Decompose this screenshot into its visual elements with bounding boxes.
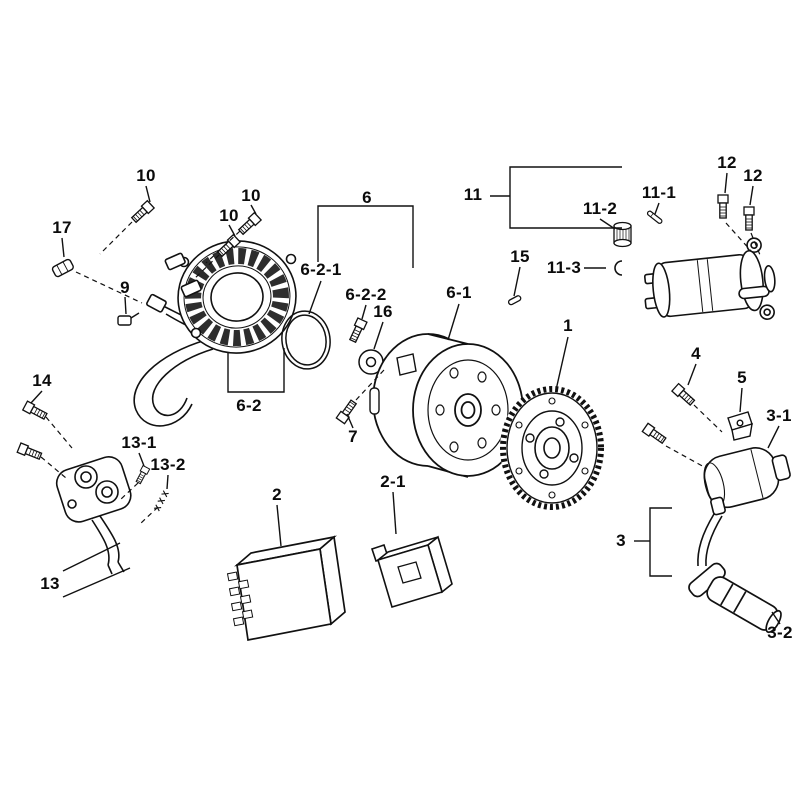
wire-clip-17 (51, 258, 74, 278)
callout-10-a: 10 (136, 166, 156, 185)
callout-12-b: 12 (743, 166, 763, 185)
screw-13-1 (134, 465, 151, 485)
gasket-ring (281, 310, 331, 370)
stator-assembly (164, 240, 297, 354)
callout-6: 6 (362, 188, 372, 207)
woodruff-key (507, 295, 522, 306)
starter-ring-gear (500, 386, 604, 510)
pickup-bolt-14a (22, 400, 49, 422)
callout-7: 7 (348, 427, 358, 446)
callout-11: 11 (463, 185, 483, 204)
stator-bolt-10b (236, 212, 262, 237)
cdi-unit (226, 535, 346, 642)
callout-5: 5 (737, 368, 747, 387)
callout-1: 1 (563, 316, 573, 335)
bolt-6-2-2 (347, 317, 368, 344)
motor-bolt-12b (743, 206, 755, 231)
callout-15: 15 (510, 247, 530, 266)
callout-6-2-1: 6-2-1 (300, 260, 342, 279)
ignition-coil (697, 447, 791, 567)
callout-11-3: 11-3 (546, 258, 582, 277)
circlip (614, 260, 623, 276)
callout-6-2: 6-2 (236, 396, 262, 415)
callout-11-1: 11-1 (641, 183, 677, 202)
callout-3: 3 (616, 531, 626, 550)
callout-3-2: 3-2 (767, 623, 793, 642)
callout-10-b: 10 (241, 186, 261, 205)
callout-13-2: 13-2 (150, 455, 186, 474)
coil-bolt-4a (671, 382, 697, 408)
callout-6-2-2: 6-2-2 (345, 285, 387, 304)
callout-16: 16 (373, 302, 393, 321)
callout-9: 9 (120, 278, 130, 297)
idler-gear (613, 221, 632, 248)
callout-2: 2 (272, 485, 282, 504)
flywheel-rotor (369, 333, 524, 478)
starter-motor (643, 237, 776, 320)
starter-relay (370, 535, 453, 608)
callout-14: 14 (32, 371, 52, 390)
flywheel-bolt-7 (335, 398, 359, 425)
coil-bracket (727, 411, 753, 441)
callout-17: 17 (52, 218, 72, 237)
callout-3-1: 3-1 (766, 406, 792, 425)
callout-6-1: 6-1 (446, 283, 472, 302)
motor-bolt-12a (717, 194, 729, 219)
callout-4: 4 (691, 344, 701, 363)
pickup-coil-assembly (55, 456, 132, 575)
callout-13-1: 13-1 (121, 433, 157, 452)
wire-clamp-9 (117, 312, 140, 326)
pickup-bolt-14b (16, 442, 43, 462)
spark-plug-cap (688, 562, 782, 634)
callout-13: 13 (40, 574, 60, 593)
stator-bolt-10a (129, 200, 155, 225)
callout-11-2: 11-2 (582, 199, 618, 218)
grommet-16 (358, 349, 384, 375)
assembly-dashed-lines (40, 221, 761, 525)
callout-2-1: 2-1 (380, 472, 406, 491)
spring-13-2 (153, 490, 169, 512)
coil-bolt-4b (641, 422, 668, 446)
callout-lines (30, 166, 781, 625)
callout-10-c: 10 (219, 206, 239, 225)
idler-pin (646, 210, 663, 224)
callout-12-a: 12 (717, 153, 737, 172)
